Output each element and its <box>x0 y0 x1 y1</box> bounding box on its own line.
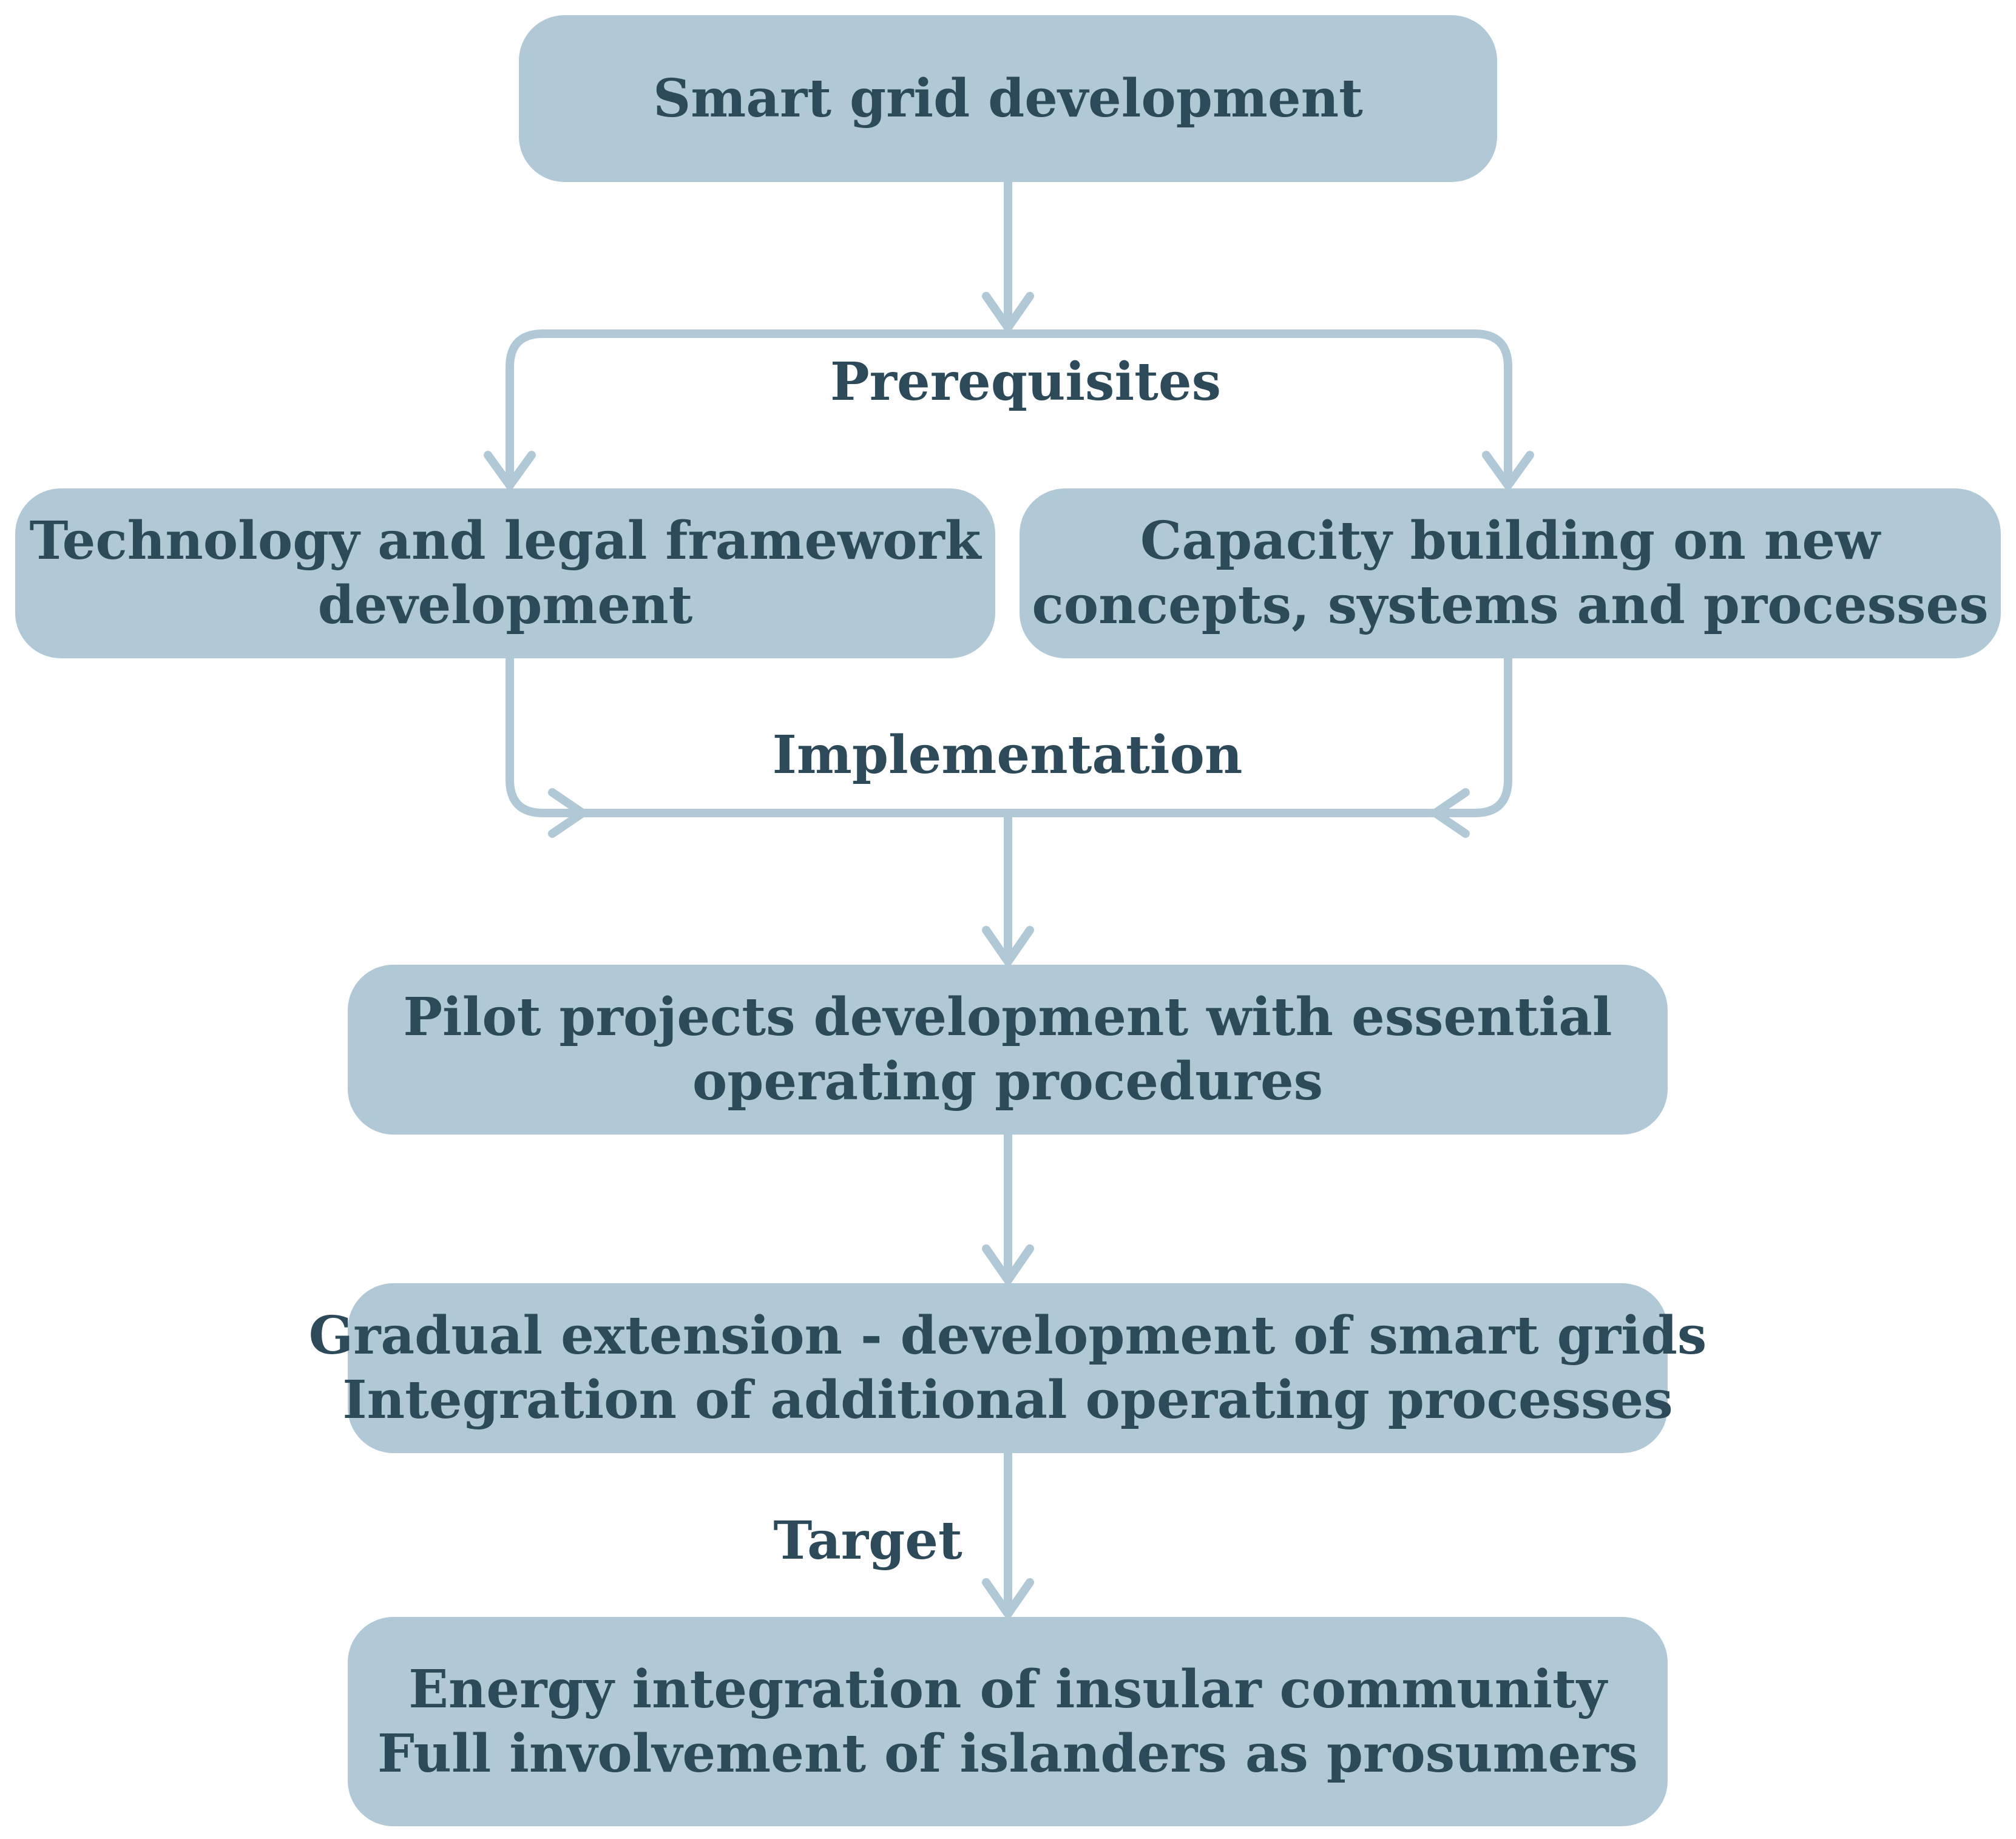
node-energy-line-1: Energy integration of insular community <box>408 1658 1607 1720</box>
label-prerequisites: Prerequisites <box>830 351 1221 413</box>
node-pilot-line-2: operating procedures <box>692 1051 1324 1112</box>
node-smart-grid-development: Smart grid development <box>519 15 1497 182</box>
node-capacity-building: Capacity building on new concepts, syste… <box>1020 488 2001 658</box>
arrow-head-capacity <box>1482 451 1534 490</box>
arrow-head-energy <box>982 1578 1034 1618</box>
branch-prerequisites <box>506 329 1512 490</box>
label-target: Target <box>773 1510 962 1571</box>
arrow-head-gradual <box>982 1244 1034 1284</box>
node-energy-integration: Energy integration of insular community … <box>348 1617 1668 1826</box>
arrow-head-technology <box>484 451 536 490</box>
label-implementation: Implementation <box>772 724 1243 786</box>
node-gradual-extension: Gradual extension - development of smart… <box>309 1283 1706 1453</box>
node-gradual-line-1: Gradual extension - development of smart… <box>308 1305 1707 1366</box>
arrow-head-implementation-right <box>1431 788 1470 838</box>
node-capacity-line-1: Capacity building on new <box>1140 510 1881 572</box>
arrow-head-implementation-left <box>548 788 587 838</box>
node-technology-line-2: development <box>317 575 693 636</box>
node-technology-line-1: Technology and legal framework <box>29 510 981 572</box>
node-gradual-line-2: Integration of additional operating proc… <box>342 1369 1673 1431</box>
node-pilot-projects: Pilot projects development with essentia… <box>348 965 1668 1135</box>
node-pilot-line-1: Pilot projects development with essentia… <box>403 987 1612 1048</box>
arrow-head-smart-grid <box>982 292 1034 332</box>
arrow-head-pilot <box>982 926 1034 966</box>
node-technology-legal-framework: Technology and legal framework developme… <box>15 488 995 658</box>
node-capacity-line-2: concepts, systems and processes <box>1032 575 1989 636</box>
node-energy-line-2: Full involvement of islanders as prosume… <box>377 1723 1639 1784</box>
node-smart-grid-line-1: Smart grid development <box>653 67 1363 129</box>
